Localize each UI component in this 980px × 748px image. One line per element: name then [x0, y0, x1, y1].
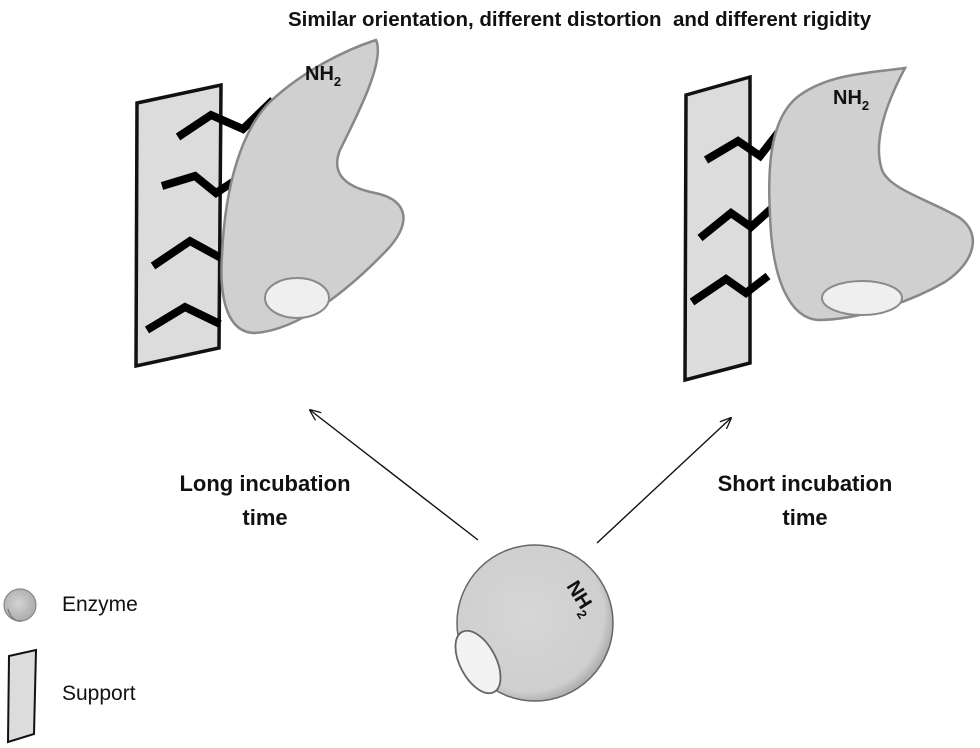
short-incubation-label: Short incubation time: [705, 467, 905, 535]
short-incubation-line2: time: [782, 505, 828, 530]
enzyme-distorted-left: [220, 38, 405, 335]
active-site-left: [264, 277, 330, 319]
legend-enzyme-icon: [3, 588, 37, 622]
long-incubation-immobilized-enzyme: NH2: [134, 38, 405, 369]
short-incubation-line1: Short incubation: [717, 471, 893, 496]
amine-label-left: NH2: [305, 63, 341, 89]
linker-arm-2: [697, 206, 774, 242]
free-enzyme: NH2: [454, 544, 614, 702]
active-site-right: [821, 280, 903, 316]
amine-label-right: NH2: [833, 87, 869, 113]
linker-arm-4: [144, 302, 222, 334]
support-left: [134, 82, 223, 369]
short-incubation-immobilized-enzyme: NH2: [683, 66, 975, 383]
linker-arm-3: [689, 272, 771, 306]
enzyme-distorted-right: [767, 66, 975, 322]
legend-support-label: Support: [62, 682, 136, 705]
arrow-long-incubation: [310, 410, 479, 541]
linker-arms-left: [144, 97, 276, 334]
long-incubation-line2: time: [242, 505, 288, 530]
legend-enzyme-label: Enzyme: [62, 593, 138, 616]
linker-arm-1: [703, 126, 785, 164]
long-incubation-line1: Long incubation: [179, 471, 351, 496]
legend-enzyme-site: [7, 608, 23, 622]
long-incubation-label: Long incubation time: [165, 467, 365, 535]
arrow-short-incubation: [596, 418, 731, 544]
legend: [3, 588, 38, 744]
active-site-free: [454, 629, 502, 695]
legend-support-icon: [6, 648, 38, 744]
linker-arm-3: [150, 236, 223, 270]
linker-arm-2: [160, 171, 242, 198]
linker-arms-right: [689, 126, 785, 306]
diagram-title: Similar orientation, different distortio…: [288, 8, 872, 31]
